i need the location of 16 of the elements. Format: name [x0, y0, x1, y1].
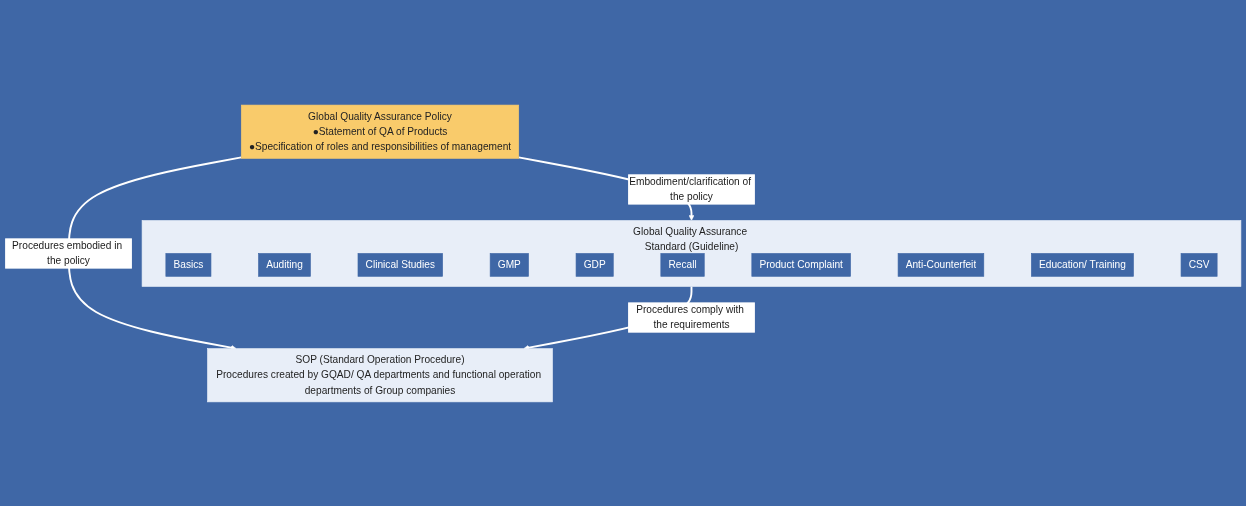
node-box: Global Quality Assurance Policy ●Statement of QA of Products ●Specification of roles and responsibilities of management: [240, 104, 520, 159]
node-box: Basics: [165, 252, 212, 277]
node-box: SOP (Standard Operation Procedure) Procedures created by GQAD/ QA departments and functional operation departments of Group companies: [207, 347, 553, 402]
node-box: Product Complaint: [751, 252, 851, 277]
node-box: CSV: [1180, 252, 1218, 277]
edge-label: Procedures comply with the requirements: [636, 303, 744, 330]
edge-label: Embodiment/clarification of the policy: [629, 175, 751, 202]
node-box: Education/ Training: [1031, 252, 1134, 277]
node-box: GDP: [575, 252, 614, 277]
node-box: Recall: [660, 252, 705, 277]
node-box: Clinical Studies: [357, 252, 443, 277]
node-box: GMP: [489, 252, 529, 277]
node-box: Auditing: [258, 252, 311, 277]
edge-label: Procedures embodied in the policy: [12, 239, 123, 266]
node-box: Anti-Counterfeit: [897, 252, 985, 277]
arrow: [67, 156, 243, 350]
